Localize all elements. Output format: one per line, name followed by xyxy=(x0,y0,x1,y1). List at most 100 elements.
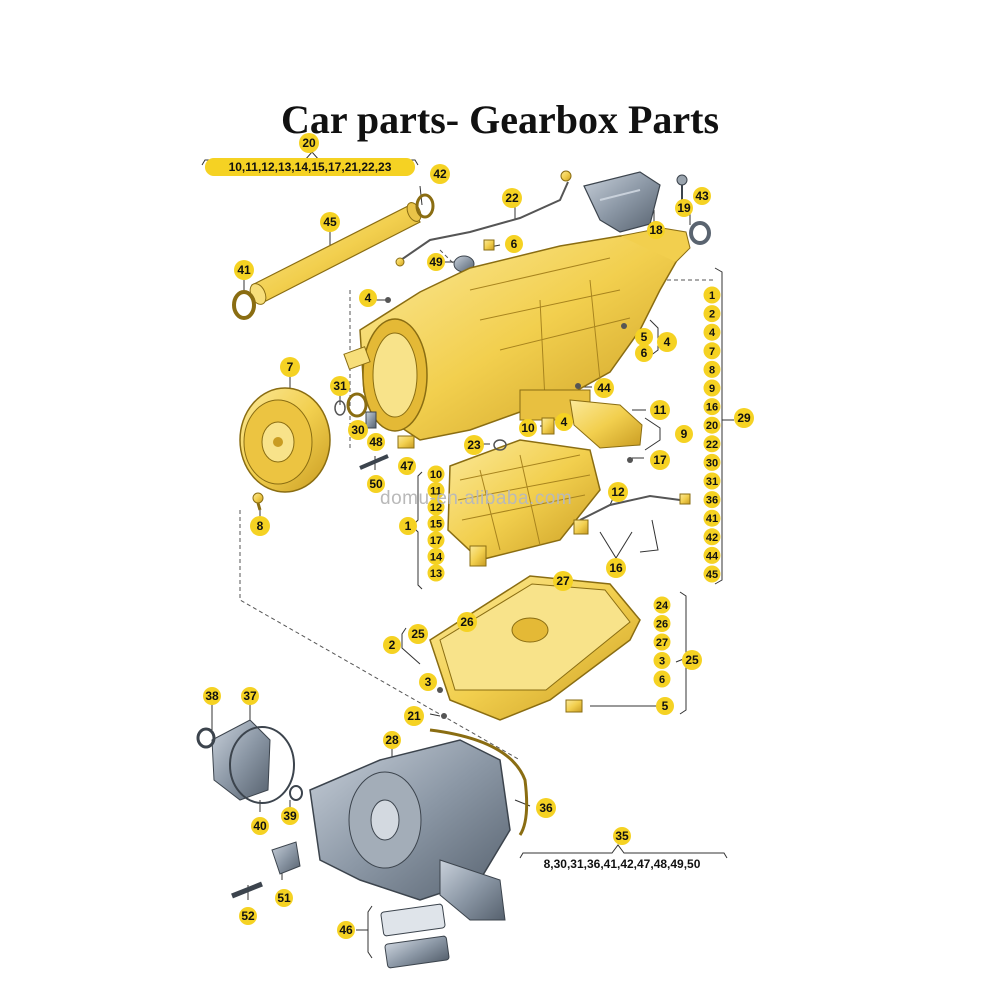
svg-text:51: 51 xyxy=(277,891,291,905)
callout-28: 28 xyxy=(383,731,401,749)
callout-43: 43 xyxy=(693,187,711,205)
svg-text:35: 35 xyxy=(615,829,629,843)
callout-8-30-31-36-41-42-47-48-49-50: 8,30,31,36,41,42,47,48,49,50 xyxy=(544,857,701,871)
svg-text:6: 6 xyxy=(511,237,518,251)
svg-text:38: 38 xyxy=(205,689,219,703)
svg-text:10: 10 xyxy=(430,469,442,481)
svg-text:6: 6 xyxy=(641,346,648,360)
solenoid-block-9 xyxy=(569,399,643,449)
svg-text:47: 47 xyxy=(400,459,414,473)
callout-5: 5 xyxy=(635,328,653,346)
oring-31 xyxy=(334,400,346,416)
svg-text:1: 1 xyxy=(709,290,715,302)
callout-11: 11 xyxy=(650,400,670,420)
svg-text:46: 46 xyxy=(339,923,353,937)
callout-10: 10 xyxy=(519,419,537,437)
seal-30 xyxy=(346,392,368,418)
svg-text:39: 39 xyxy=(283,809,297,823)
svg-text:10: 10 xyxy=(521,421,535,435)
callout-8: 8 xyxy=(250,516,270,536)
bolt-8 xyxy=(252,492,264,511)
svg-text:48: 48 xyxy=(369,435,383,449)
group-29-item-36: 36 xyxy=(703,491,721,509)
part-6-top xyxy=(483,239,495,251)
svg-text:2: 2 xyxy=(709,309,715,321)
group-pan-item-6: 6 xyxy=(653,670,671,688)
group-1-item-10: 10 xyxy=(427,465,445,483)
svg-text:5: 5 xyxy=(641,330,648,344)
svg-text:15: 15 xyxy=(430,519,442,531)
svg-text:42: 42 xyxy=(706,532,718,544)
group-29-item-16: 16 xyxy=(703,398,721,416)
callout-27: 27 xyxy=(553,571,573,591)
group-29-item-1: 1 xyxy=(703,286,721,304)
svg-text:24: 24 xyxy=(656,600,669,612)
callout-10-11-12-13-14-15-17-21-22-23: 10,11,12,13,14,15,17,21,22,23 xyxy=(204,158,416,176)
svg-text:7: 7 xyxy=(287,360,294,374)
group-29-item-31: 31 xyxy=(703,472,721,490)
callout-25: 25 xyxy=(682,650,702,670)
bolt-50 xyxy=(359,454,389,470)
callout-36: 36 xyxy=(536,798,556,818)
cover-37 xyxy=(211,719,271,801)
callout-44: 44 xyxy=(594,378,614,398)
svg-text:10,11,12,13,14,15,17,21,22,23: 10,11,12,13,14,15,17,21,22,23 xyxy=(229,160,392,174)
harness-12 xyxy=(579,494,681,521)
callout-40: 40 xyxy=(251,817,269,835)
part-5-bottom xyxy=(565,699,583,713)
cover-18 xyxy=(583,171,661,233)
group-1-item-13: 13 xyxy=(427,564,445,582)
svg-text:44: 44 xyxy=(597,381,611,395)
svg-text:16: 16 xyxy=(609,561,623,575)
callout-9: 9 xyxy=(675,425,693,443)
callout-12: 12 xyxy=(608,482,628,502)
callout-21: 21 xyxy=(404,706,424,726)
callout-4: 4 xyxy=(657,332,677,352)
svg-text:22: 22 xyxy=(706,439,718,451)
svg-text:3: 3 xyxy=(425,675,432,689)
callout-7: 7 xyxy=(280,357,300,377)
group-29-item-8: 8 xyxy=(703,360,721,378)
page-title: Car parts- Gearbox Parts xyxy=(280,97,720,142)
harness-22 xyxy=(397,181,569,263)
svg-text:37: 37 xyxy=(243,689,257,703)
callout-23: 23 xyxy=(464,435,484,455)
svg-text:44: 44 xyxy=(706,550,719,562)
svg-text:12: 12 xyxy=(430,502,442,514)
svg-text:45: 45 xyxy=(323,215,337,229)
callout-26: 26 xyxy=(457,612,477,632)
callout-30: 30 xyxy=(348,420,368,440)
svg-text:20: 20 xyxy=(302,136,316,150)
callout-6: 6 xyxy=(505,235,523,253)
callout-16: 16 xyxy=(606,558,626,578)
svg-text:26: 26 xyxy=(460,615,474,629)
callout-4: 4 xyxy=(359,289,377,307)
group-29-item-20: 20 xyxy=(703,416,721,434)
svg-text:20: 20 xyxy=(706,420,718,432)
svg-text:9: 9 xyxy=(709,383,715,395)
callout-6: 6 xyxy=(635,344,653,362)
callout-41: 41 xyxy=(234,260,254,280)
svg-text:43: 43 xyxy=(695,189,709,203)
svg-text:2: 2 xyxy=(389,638,396,652)
group-29-item-2: 2 xyxy=(703,305,721,323)
bush-47 xyxy=(397,435,415,449)
svg-text:17: 17 xyxy=(430,535,442,547)
callout-46: 46 xyxy=(337,921,355,939)
svg-text:49: 49 xyxy=(429,255,443,269)
svg-text:18: 18 xyxy=(649,223,663,237)
callout-37: 37 xyxy=(241,687,259,705)
group-1-item-15: 15 xyxy=(427,515,445,532)
group-1-item-14: 14 xyxy=(427,548,445,565)
group-1-item-11: 11 xyxy=(427,482,445,499)
svg-text:8: 8 xyxy=(257,519,264,533)
callout-22: 22 xyxy=(502,188,522,208)
svg-text:13: 13 xyxy=(430,568,442,580)
transfer-case-28 xyxy=(309,739,511,921)
seal-39 xyxy=(289,785,303,801)
svg-text:5: 5 xyxy=(662,699,669,713)
seal-41 xyxy=(232,290,256,320)
svg-text:52: 52 xyxy=(241,909,255,923)
group-29-item-9: 9 xyxy=(703,379,721,397)
